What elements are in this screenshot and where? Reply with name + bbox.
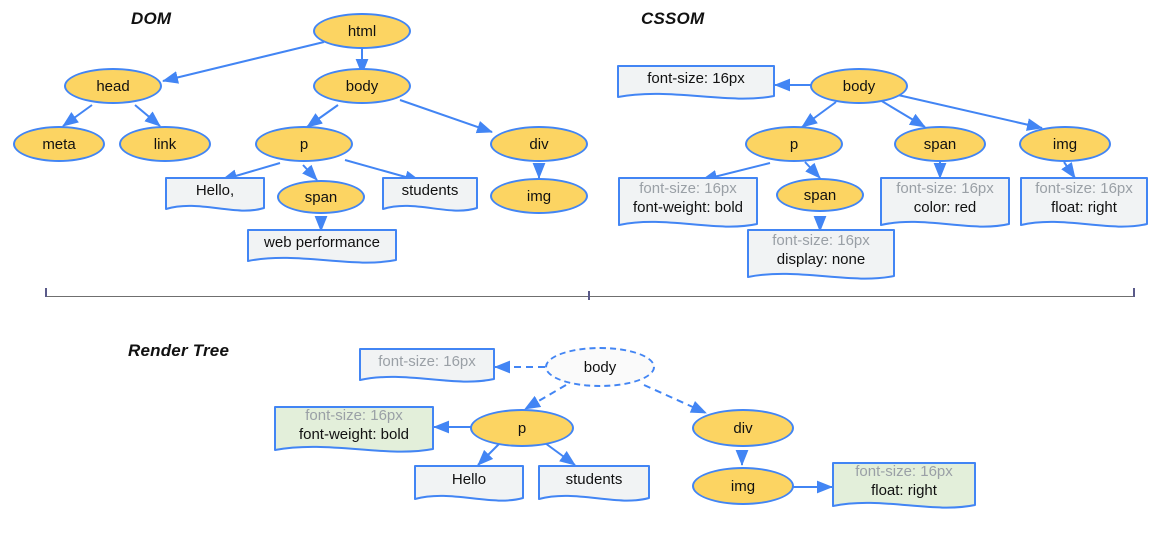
style-line-2: float: right (871, 482, 937, 499)
edge-rt-body-div (643, 384, 707, 414)
dom-node-div[interactable]: div (490, 126, 588, 162)
node-label: span (304, 188, 338, 206)
textbox-label: web performance (264, 233, 380, 251)
dom-node-head[interactable]: head (64, 68, 162, 104)
section-divider (45, 296, 1135, 297)
cssom-style-box-span-1[interactable]: font-size: 16px color: red (880, 177, 1010, 233)
node-label: span (923, 135, 957, 153)
edge-head-meta (62, 104, 93, 127)
node-label: body (583, 358, 617, 376)
style-line-1: font-size: 16px (378, 352, 476, 370)
node-label: meta (42, 135, 76, 153)
dom-node-p[interactable]: p (255, 126, 353, 162)
edge-cssom-body-p (801, 101, 837, 128)
edge-body-p (306, 104, 339, 128)
cssom-style-box-span-2[interactable]: font-size: 16px display: none (747, 229, 895, 285)
node-label: head (96, 77, 130, 95)
dom-textbox-web-performance[interactable]: web performance (247, 229, 397, 269)
cssom-style-box-img[interactable]: font-size: 16px float: right (1020, 177, 1148, 233)
style-line-1: font-size: 16px (305, 407, 403, 425)
edge-rt-p-students (544, 442, 576, 466)
style-line-2: float: right (1051, 199, 1117, 216)
section-title-render-tree: Render Tree (128, 341, 230, 360)
cssom-node-span-2[interactable]: span (776, 178, 864, 212)
rendertree-node-img[interactable]: img (692, 467, 794, 505)
rendertree-node-body[interactable]: body (545, 347, 655, 387)
cssom-style-box-body[interactable]: font-size: 16px (617, 65, 775, 105)
edge-p-span (302, 164, 318, 181)
dom-node-body[interactable]: body (313, 68, 411, 104)
node-label: img (730, 477, 756, 495)
textbox-label: Hello, (195, 181, 235, 199)
textbox-label: students (401, 181, 459, 199)
rendertree-style-box-body[interactable]: font-size: 16px (359, 348, 495, 388)
style-line-1: font-size: 16px (639, 180, 737, 198)
rendertree-style-box-img[interactable]: font-size: 16px float: right (832, 462, 976, 514)
style-line-1: font-size: 16px (772, 232, 870, 250)
dom-textbox-hello[interactable]: Hello, (165, 177, 265, 217)
rendertree-style-box-p[interactable]: font-size: 16px font-weight: bold (274, 406, 434, 458)
node-label: span (803, 186, 837, 204)
edge-cssom-p-span2 (804, 161, 821, 179)
node-label: img (526, 187, 552, 205)
divider-handle-center[interactable] (588, 291, 590, 300)
edge-rt-p-hello (477, 442, 501, 466)
style-line-2: font-weight: bold (632, 199, 744, 216)
node-label: div (529, 135, 549, 153)
style-line-1: font-size: 16px (647, 69, 745, 87)
node-label: body (345, 77, 379, 95)
section-title-dom: DOM (131, 9, 172, 28)
edge-cssom-img-style (1061, 161, 1076, 179)
style-line-1: font-size: 16px (1035, 180, 1133, 198)
dom-node-html[interactable]: html (313, 13, 411, 49)
cssom-node-p[interactable]: p (745, 126, 843, 162)
node-label: img (1052, 135, 1078, 153)
textbox-label: students (565, 470, 623, 488)
style-line-2: font-weight: bold (298, 426, 410, 443)
node-label: p (299, 135, 309, 153)
node-label: p (517, 419, 527, 437)
node-label: body (842, 77, 876, 95)
dom-textbox-students[interactable]: students (382, 177, 478, 217)
textbox-label: Hello (451, 470, 487, 488)
rendertree-node-div[interactable]: div (692, 409, 794, 447)
cssom-node-img[interactable]: img (1019, 126, 1111, 162)
node-label: div (733, 419, 753, 437)
rendertree-node-p[interactable]: p (470, 409, 574, 447)
node-label: link (153, 135, 177, 153)
style-line-1: font-size: 16px (896, 180, 994, 198)
edge-head-link (134, 104, 161, 127)
rendertree-textbox-hello[interactable]: Hello (414, 465, 524, 507)
style-line-2: display: none (776, 251, 866, 268)
edge-html-head (162, 41, 325, 84)
edge-rt-body-p (524, 384, 567, 410)
style-line-2: color: red (913, 199, 977, 216)
divider-handle-right[interactable] (1133, 288, 1135, 297)
edge-cssom-body-span1 (879, 99, 926, 128)
style-line-1: font-size: 16px (855, 463, 953, 481)
dom-node-meta[interactable]: meta (13, 126, 105, 162)
dom-node-link[interactable]: link (119, 126, 211, 162)
edge-cssom-body-img (897, 94, 1043, 131)
dom-node-img[interactable]: img (490, 178, 588, 214)
section-title-cssom: CSSOM (641, 9, 705, 28)
cssom-style-box-p[interactable]: font-size: 16px font-weight: bold (618, 177, 758, 233)
rendertree-textbox-students[interactable]: students (538, 465, 650, 507)
cssom-node-body[interactable]: body (810, 68, 908, 104)
node-label: html (347, 22, 377, 40)
edge-body-div (399, 99, 493, 134)
cssom-node-span-1[interactable]: span (894, 126, 986, 162)
node-label: p (789, 135, 799, 153)
dom-node-span[interactable]: span (277, 180, 365, 214)
divider-handle-left[interactable] (45, 288, 47, 297)
